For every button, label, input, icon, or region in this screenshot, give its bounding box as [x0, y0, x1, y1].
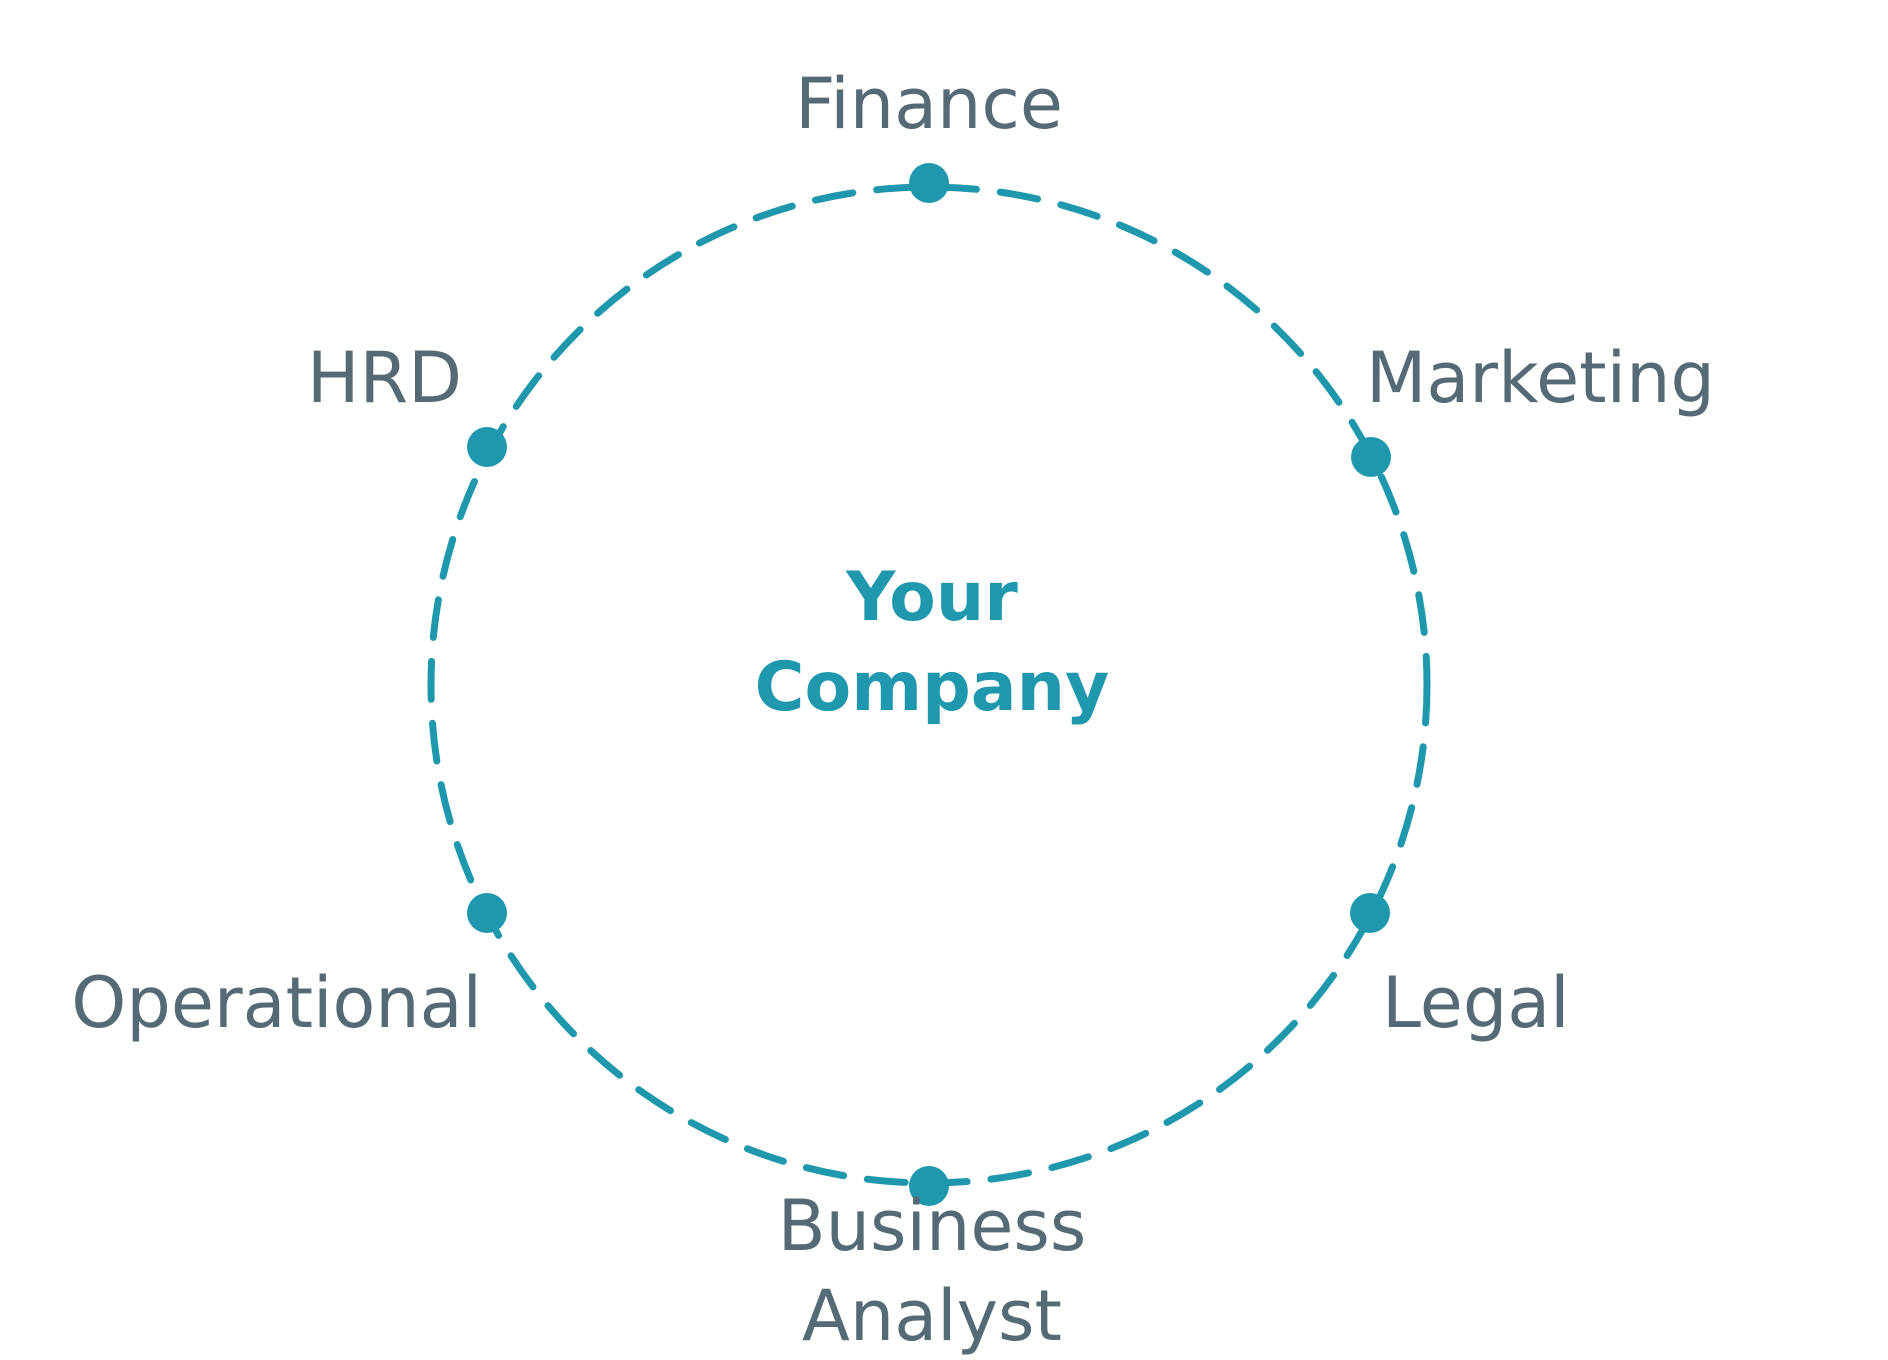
node-label-business-analyst-line1: Business [778, 1185, 1087, 1267]
node-label-business-analyst-line2: Analyst [802, 1275, 1062, 1357]
center-label-line2: Company [755, 648, 1110, 727]
node-label-operational: Operational [71, 962, 482, 1044]
node-dot-finance [909, 163, 949, 203]
node-dot-operational [467, 893, 507, 933]
node-dot-business-analyst [909, 1166, 949, 1206]
node-label-marketing: Marketing [1366, 337, 1715, 419]
node-dot-hrd [467, 427, 507, 467]
node-label-legal: Legal [1382, 962, 1570, 1044]
node-dot-marketing [1351, 437, 1391, 477]
node-label-hrd: HRD [307, 337, 462, 419]
node-dot-legal [1350, 893, 1390, 933]
node-label-finance: Finance [795, 63, 1063, 145]
center-label-line1: Your [845, 558, 1018, 637]
